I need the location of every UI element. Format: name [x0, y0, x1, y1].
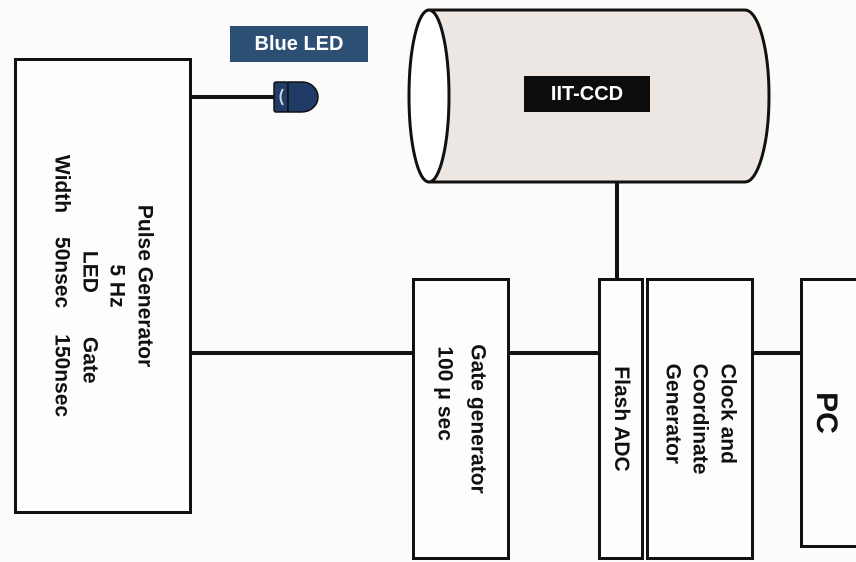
- flash-adc-text: Flash ADC: [609, 366, 633, 471]
- pulse-led-width: 50nsec: [48, 237, 76, 308]
- pulse-gate-width: 150nsec: [48, 334, 76, 417]
- gate-generator-box: Gate generator 100 μ sec: [412, 278, 510, 560]
- pulse-frequency: 5 Hz: [103, 155, 131, 417]
- iit-ccd-label: IIT-CCD: [551, 83, 623, 106]
- wire-gate-to-adc: [508, 351, 600, 355]
- wire-ccd-to-adc: [615, 178, 619, 278]
- pc-box: PC: [800, 278, 856, 548]
- clock-line-1: Clock and: [714, 364, 742, 475]
- gate-generator-text: Gate generator 100 μ sec: [428, 344, 493, 493]
- clock-line-3: Generator: [658, 364, 686, 475]
- gate-generator-title: Gate generator: [461, 344, 494, 493]
- wire-clock-to-pc: [752, 351, 802, 355]
- clock-line-2: Coordinate: [686, 364, 714, 475]
- iit-ccd-tag: IIT-CCD: [524, 76, 650, 112]
- pulse-width-label: Width: [48, 155, 76, 211]
- wire-pulse-to-led: [190, 95, 278, 99]
- pc-text: PC: [809, 392, 843, 434]
- pulse-generator-box: Pulse Generator 5 Hz LED Gate Width 50ns…: [14, 58, 192, 514]
- gate-generator-time: 100 μ sec: [428, 346, 461, 493]
- pulse-header-row: LED Gate: [75, 233, 103, 417]
- pc-title: PC: [810, 392, 843, 434]
- led-icon: [270, 74, 330, 122]
- flash-adc-box: Flash ADC: [598, 278, 644, 560]
- pulse-generator-text: Pulse Generator 5 Hz LED Gate Width 50ns…: [48, 155, 159, 417]
- blue-led-tag: Blue LED: [230, 26, 368, 62]
- pulse-col-led: LED: [75, 233, 103, 311]
- pulse-width-row: Width 50nsec 150nsec: [48, 155, 76, 417]
- flash-adc-title: Flash ADC: [610, 366, 633, 471]
- blue-led-label: Blue LED: [255, 33, 344, 56]
- wire-pulse-to-gate: [190, 351, 414, 355]
- clock-generator-box: Clock and Coordinate Generator: [646, 278, 754, 560]
- pulse-col-gate: Gate: [75, 337, 103, 384]
- clock-generator-text: Clock and Coordinate Generator: [658, 364, 741, 475]
- pulse-generator-title: Pulse Generator: [131, 155, 159, 417]
